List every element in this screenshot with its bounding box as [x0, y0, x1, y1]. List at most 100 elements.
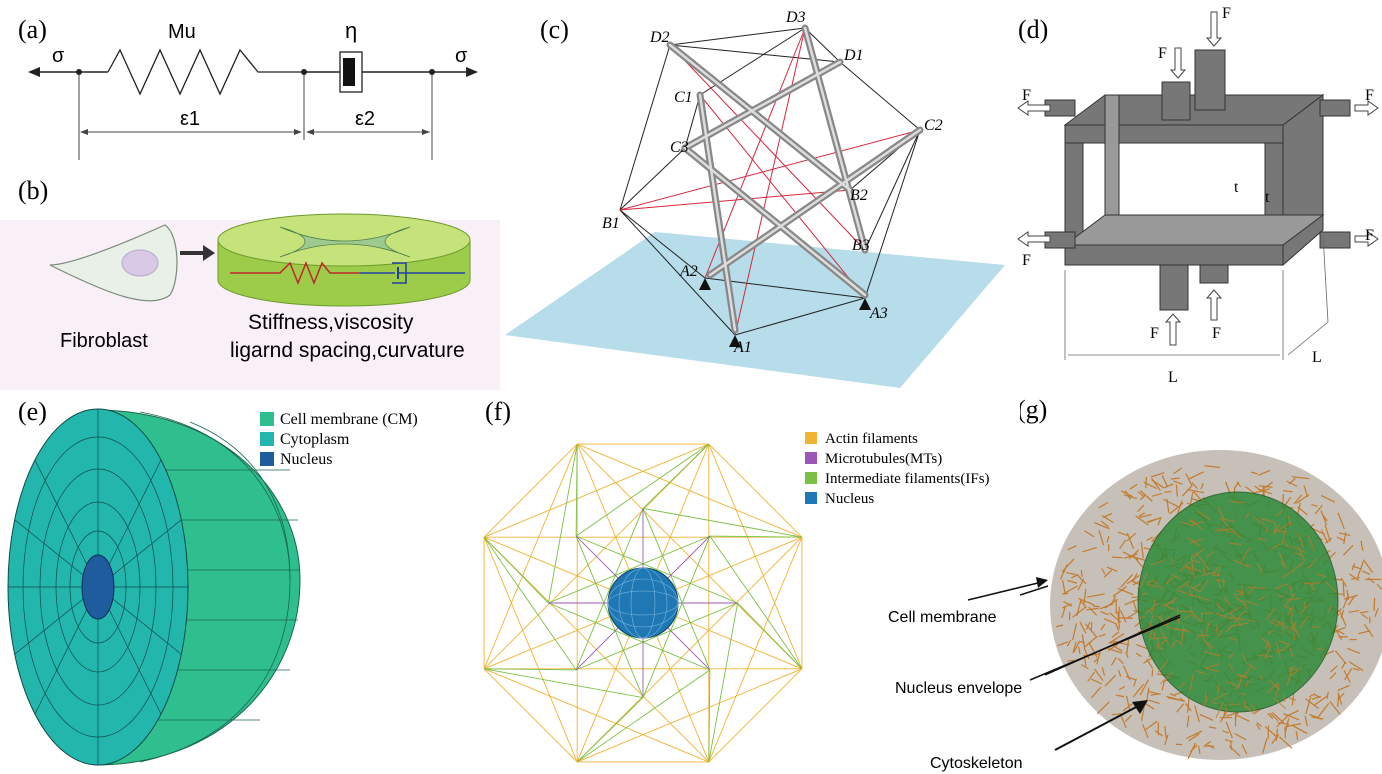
- fiber-segment: [1193, 614, 1203, 623]
- fiber-segment: [1126, 532, 1135, 549]
- sigma-right-label: σ: [455, 45, 468, 67]
- filament-line: [575, 535, 644, 698]
- fiber-segment: [1297, 533, 1305, 549]
- fiber-segment: [1289, 647, 1294, 657]
- fiber-segment: [1206, 619, 1211, 633]
- fiber-segment: [1289, 697, 1296, 701]
- fiber-segment: [1264, 642, 1270, 649]
- fiber-segment: [1195, 670, 1207, 675]
- legend-swatch-membrane: [260, 412, 274, 426]
- fiber-segment: [1173, 480, 1183, 485]
- fiber-segment: [1215, 613, 1233, 620]
- fiber-segment: [1224, 738, 1233, 743]
- fiber-segment: [1125, 490, 1131, 500]
- fiber-segment: [1205, 740, 1212, 746]
- panel-d-label: (d): [1018, 15, 1048, 44]
- fiber-segment: [1225, 680, 1240, 688]
- fiber-segment: [1289, 606, 1294, 612]
- cell-rendering: (g) Cell membrane Nucleus envelope Cytos…: [1020, 395, 1382, 760]
- fiber-segment: [1217, 506, 1225, 520]
- fiber-segment: [1347, 647, 1361, 654]
- fiber-segment: [1343, 531, 1347, 545]
- panel-b: (b) Fibroblast Stiffness,viscosity ligar…: [0, 165, 500, 390]
- fiber-segment: [1344, 667, 1353, 681]
- filament-line: [575, 444, 578, 537]
- fiber-segment: [1321, 514, 1328, 522]
- frame-beams: [1044, 49, 1351, 311]
- nucleus-core: [81, 554, 115, 620]
- fiber-segment: [1226, 711, 1239, 717]
- fiber-segment: [1291, 476, 1310, 480]
- fiber-segment: [1204, 465, 1221, 469]
- fiber-segment: [1211, 574, 1221, 577]
- fiber-segment: [1187, 537, 1201, 547]
- fiber-segment: [1077, 578, 1085, 591]
- fiber-segment: [1250, 702, 1257, 714]
- fiber-segment: [1292, 545, 1307, 554]
- fiber-segment: [1217, 681, 1220, 694]
- fiber-segment: [1138, 512, 1146, 517]
- fiber-segment: [1230, 613, 1243, 626]
- fiber-segment: [1299, 604, 1311, 614]
- fiber-segment: [1112, 713, 1122, 716]
- fiber-segment: [1184, 613, 1192, 620]
- thickness-label-1: t: [1234, 179, 1239, 196]
- fiber-segment: [1120, 574, 1134, 588]
- filament-line: [484, 668, 577, 671]
- fiber-segment: [1117, 587, 1134, 596]
- fiber-segment: [1141, 593, 1149, 595]
- fiber-segment: [1080, 570, 1083, 577]
- fiber-segment: [1112, 596, 1116, 603]
- panel-d: (d): [1010, 0, 1382, 390]
- fiber-segment: [1342, 582, 1345, 597]
- fiber-segment: [1118, 606, 1120, 625]
- fiber-segment: [1146, 579, 1154, 584]
- fiber-segment: [1287, 597, 1301, 601]
- fiber-segment: [1092, 605, 1101, 608]
- fiber-segment: [1299, 616, 1309, 629]
- fiber-segment: [1140, 705, 1145, 722]
- fiber-segment: [1197, 510, 1211, 520]
- fiber-segment: [1264, 645, 1272, 660]
- panel-e-label: (e): [18, 397, 47, 426]
- fiber-segment: [1123, 494, 1137, 500]
- panel-b-label: (b): [18, 176, 48, 205]
- fiber-segment: [1291, 561, 1304, 572]
- fiber-segment: [1198, 554, 1210, 570]
- fiber-segment: [1150, 472, 1165, 478]
- fiber-segment: [1240, 547, 1250, 563]
- fiber-segment: [1359, 610, 1369, 614]
- fiber-segment: [1357, 560, 1364, 578]
- fe-mesh-diagram: (e) Cell membrane (CM) Cytoplasm: [7, 397, 418, 766]
- fiber-segment: [1225, 721, 1233, 739]
- fiber-segment: [1115, 694, 1125, 698]
- fiber-segment: [1242, 653, 1247, 663]
- fiber-segment: [1193, 491, 1201, 500]
- fiber-segment: [1336, 629, 1345, 635]
- fiber-segment: [1076, 574, 1087, 585]
- caption-line-2: ligarnd spacing,curvature: [230, 339, 465, 362]
- fiber-segment: [1177, 589, 1194, 597]
- fiber-segment: [1324, 537, 1333, 544]
- fiber-segment: [1213, 567, 1219, 575]
- fiber-segment: [1228, 663, 1234, 671]
- fiber-segment: [1265, 607, 1276, 621]
- fiber-segment: [1250, 471, 1258, 475]
- fiber-segment: [1164, 726, 1167, 739]
- anchor-a2-icon: [699, 278, 711, 290]
- fiber-segment: [1267, 682, 1279, 694]
- fiber-segment: [1258, 469, 1271, 476]
- fiber-segment: [1139, 513, 1152, 519]
- legend-swatch-cytoplasm: [260, 432, 274, 446]
- fiber-segment: [1066, 572, 1076, 576]
- fiber-segment: [1325, 581, 1333, 588]
- filament-line: [708, 669, 711, 762]
- fiber-segment: [1270, 543, 1281, 551]
- spring-icon: [107, 48, 304, 96]
- fiber-segment: [1305, 696, 1312, 715]
- fiber-segment: [1066, 579, 1078, 584]
- fiber-segment: [1247, 662, 1256, 670]
- fiber-segment: [1208, 726, 1217, 729]
- fiber-segment: [1129, 483, 1138, 490]
- eps2-label: ε2: [355, 108, 375, 130]
